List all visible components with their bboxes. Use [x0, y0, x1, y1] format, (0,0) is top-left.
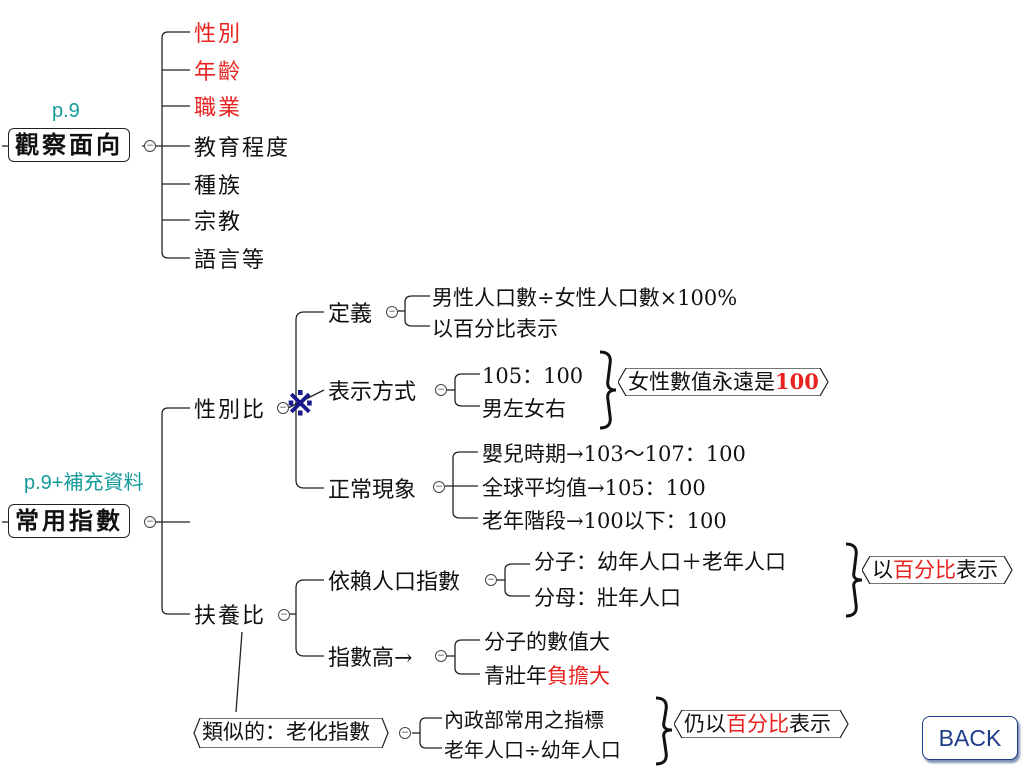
observation-item: 職業	[194, 96, 243, 121]
callout-text: 表示	[956, 558, 998, 582]
reference-mark-icon: ※	[286, 384, 315, 424]
observation-item: 性別	[194, 22, 243, 47]
high-index-line-1: 分子的數值大	[484, 630, 610, 654]
collapse-toggle-icon[interactable]: −	[277, 402, 289, 414]
observation-item: 年齡	[194, 60, 243, 85]
collapse-toggle-icon[interactable]: −	[485, 574, 497, 586]
collapse-toggle-icon[interactable]: −	[144, 516, 156, 528]
observation-item: 種族	[194, 174, 243, 199]
dependency-node: 扶養比	[194, 604, 267, 629]
dependency-index-line-2: 分母：壯年人口	[534, 586, 681, 610]
high-index-highlight: 負擔大	[547, 664, 610, 688]
aging-percentage-callout: 仍以百分比表示	[674, 710, 849, 738]
observation-item: 教育程度	[194, 136, 291, 161]
expression-line-2: 男左女右	[482, 397, 566, 421]
aging-index-node: 類似的：老化指數	[192, 718, 389, 748]
expression-line-1: 105：100	[482, 364, 584, 388]
collapse-toggle-icon[interactable]: −	[435, 384, 447, 396]
definition-line-2: 以百分比表示	[432, 317, 558, 341]
callout-highlight: 百分比	[893, 558, 956, 582]
callout-text: 仍以	[684, 712, 726, 736]
female-value-callout: 女性數值永遠是100	[618, 368, 829, 396]
normal-line-2: 全球平均值→105：100	[482, 476, 706, 500]
dependency-index-line-1: 分子：幼年人口＋老年人口	[534, 550, 786, 574]
page-ref-1: p.9	[52, 100, 80, 122]
high-index-line-2: 青壯年負擔大	[484, 660, 610, 690]
collapse-toggle-icon[interactable]: −	[278, 609, 290, 621]
callout-value: 100	[775, 369, 819, 394]
dependency-index-node: 依賴人口指數	[328, 570, 461, 595]
observation-item: 語言等	[194, 248, 267, 273]
high-index-text: 青壯年	[484, 664, 547, 688]
normal-line-1: 嬰兒時期→103～107：100	[482, 442, 746, 466]
high-index-node: 指數高→	[328, 646, 413, 671]
collapse-toggle-icon[interactable]: −	[399, 727, 411, 739]
expression-node: 表示方式	[328, 380, 417, 405]
normal-line-3: 老年階段→100以下：100	[482, 509, 727, 533]
collapse-toggle-icon[interactable]: −	[386, 306, 398, 318]
percentage-callout: 以百分比表示	[862, 556, 1013, 584]
collapse-toggle-icon[interactable]: −	[433, 481, 445, 493]
observation-item: 宗教	[194, 210, 243, 235]
callout-text: 女性數值永遠是	[628, 370, 775, 394]
aging-index-label: 類似的：老化指數	[202, 720, 370, 744]
callout-text: 以	[872, 558, 893, 582]
aging-line-1: 內政部常用之指標	[444, 708, 604, 732]
collapse-toggle-icon[interactable]: −	[144, 140, 156, 152]
observation-root-node: 觀察面向	[8, 128, 130, 162]
callout-text: 表示	[789, 712, 831, 736]
definition-line-1: 男性人口數÷女性人口數×100%	[432, 286, 738, 310]
collapse-toggle-icon[interactable]: −	[435, 650, 447, 662]
aging-line-2: 老年人口÷幼年人口	[444, 738, 621, 762]
callout-highlight: 百分比	[726, 712, 789, 736]
back-button[interactable]: BACK	[922, 716, 1018, 760]
page-ref-2: p.9+補充資料	[24, 472, 144, 494]
indices-root-node: 常用指數	[8, 504, 130, 538]
sex-ratio-node: 性別比	[194, 398, 267, 423]
normal-node: 正常現象	[328, 478, 417, 503]
definition-node: 定義	[328, 302, 373, 327]
